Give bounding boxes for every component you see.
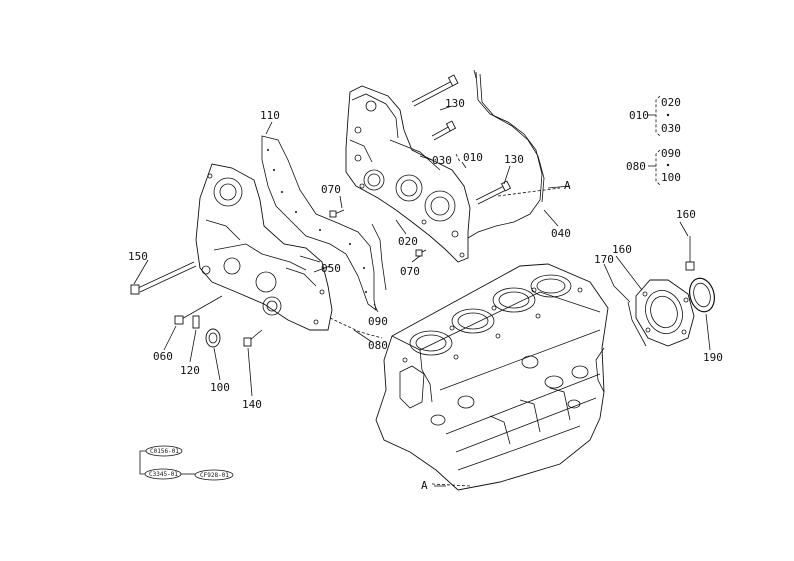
callout-label: 130 <box>445 97 465 110</box>
callout-label: 100 <box>210 381 230 394</box>
gear-case-rear <box>345 85 471 263</box>
callout-label: 040 <box>551 227 571 240</box>
callout-label: 020 <box>398 235 418 248</box>
callout-label: 090 <box>368 315 388 328</box>
gasket-040 <box>467 71 545 239</box>
callout-label: 080 <box>368 339 388 352</box>
ref-tag-label: C3345-01 <box>149 471 178 478</box>
callout-label: 190 <box>703 351 723 364</box>
callout-label: 030 <box>661 122 681 135</box>
callout-label: 080 <box>626 160 646 173</box>
gear-case-front <box>195 163 333 331</box>
callout-label: 100 <box>661 171 681 184</box>
ref-tag-label: CF928-01 <box>200 472 229 479</box>
callout-label: 160 <box>612 243 632 256</box>
fasteners <box>130 69 695 348</box>
callout-label: 130 <box>504 153 524 166</box>
callout-label: 160 <box>676 208 696 221</box>
callout-label: 010 <box>463 151 483 164</box>
callout-label: 150 <box>128 250 148 263</box>
ref-tag-label: C0156-01 <box>150 448 179 455</box>
callout-label: 170 <box>594 253 614 266</box>
callout-label: 090 <box>661 147 681 160</box>
callout-labels: 110 130 130 030 010 070 020 070 040 050 … <box>128 97 723 492</box>
cylinder-block <box>375 263 609 491</box>
leader-lines <box>133 105 711 487</box>
reference-tags: C0156-01 C3345-01 CF928-01 <box>139 445 234 481</box>
callout-label: 050 <box>321 262 341 275</box>
oil-seal <box>689 277 715 313</box>
legend-group: 010 020 030 080 090 100 <box>626 95 681 186</box>
seal-housing <box>627 279 695 347</box>
arrow-marker-label: A <box>421 479 428 492</box>
arrow-marker-label: A <box>564 179 571 192</box>
callout-label: 030 <box>432 154 452 167</box>
callout-label: 060 <box>153 350 173 363</box>
gasket-110 <box>261 135 377 311</box>
callout-label: 070 <box>400 265 420 278</box>
callout-label: 110 <box>260 109 280 122</box>
callout-label: 010 <box>629 109 649 122</box>
reference-lines <box>329 153 561 487</box>
callout-label: 070 <box>321 183 341 196</box>
callout-label: 020 <box>661 96 681 109</box>
callout-label: 140 <box>242 398 262 411</box>
callout-label: 120 <box>180 364 200 377</box>
